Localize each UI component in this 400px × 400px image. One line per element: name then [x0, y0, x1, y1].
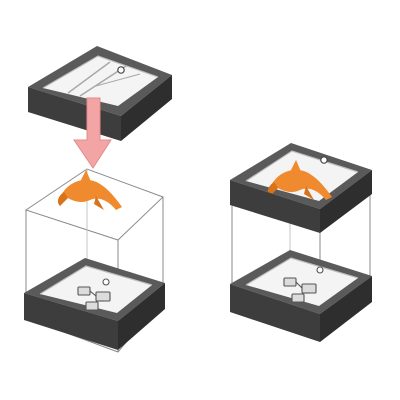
assembled-mechanism [283, 266, 324, 303]
assembled-base-tray [230, 250, 372, 342]
lid-tray-front-right [121, 75, 172, 141]
lid-pivot-dot [117, 66, 125, 74]
assembled-display [230, 143, 372, 342]
fish-icon [57, 170, 122, 210]
down-arrow-icon [73, 97, 112, 169]
base-tray [24, 258, 165, 350]
base-tray-front-left [24, 293, 118, 350]
assembled-lid-tray [230, 143, 372, 233]
base-tray-floor [40, 266, 152, 313]
base-tray-front-right [118, 283, 165, 350]
base-mechanism [77, 278, 111, 311]
lid-tray-floor [43, 56, 158, 106]
assembled-fish-icon [267, 160, 332, 200]
